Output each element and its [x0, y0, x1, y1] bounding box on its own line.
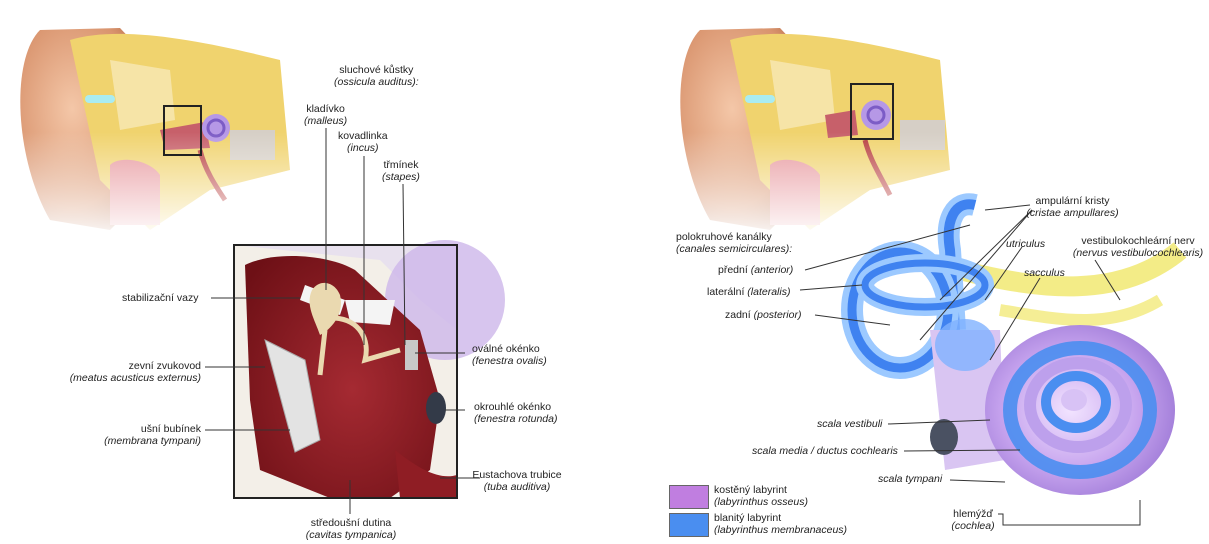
label-stapes-lat: (stapes)	[382, 171, 420, 183]
legend-swatch-membranous	[669, 513, 709, 537]
label-cochlea-lat: (cochlea)	[948, 520, 998, 532]
label-scala-media-lat: scala media / ductus cochlearis	[752, 445, 898, 457]
label-eustachian: Eustachova trubice (tuba auditiva)	[462, 469, 572, 493]
label-ossicles-cz: sluchové kůstky	[339, 64, 413, 76]
ear-overview-right	[660, 0, 960, 240]
legend-bony-cz: kostěný labyrint	[714, 484, 787, 496]
label-stapes: třmínek (stapes)	[382, 159, 420, 183]
label-eardrum: ušní bubínek (membrana tympani)	[88, 423, 201, 447]
label-lateral-cz: laterální	[707, 286, 744, 298]
label-anterior: přední (anterior)	[718, 264, 793, 276]
label-ampullary: ampulární kristy (cristae ampullares)	[1020, 195, 1125, 219]
label-lateral: laterální (lateralis)	[707, 286, 790, 298]
label-nerve: vestibulokochleární nerv (nervus vestibu…	[1068, 235, 1208, 259]
label-eardrum-lat: (membrana tympani)	[88, 435, 201, 447]
label-stapes-cz: třmínek	[383, 159, 418, 171]
label-oval-window-cz: oválné okénko	[472, 343, 540, 355]
label-incus-cz: kovadlinka	[338, 130, 388, 142]
label-cavity-lat: (cavitas tympanica)	[296, 529, 406, 541]
label-cochlea-cz: hlemýžď	[953, 508, 993, 520]
legend-item-membranous: blanitý labyrint (labyrinthus membranace…	[714, 512, 847, 536]
middle-ear-detail	[234, 240, 505, 498]
label-posterior-lat: (posterior)	[754, 309, 802, 321]
label-semicircular: polokruhové kanálky (canales semicircula…	[676, 231, 792, 255]
label-scala-tympani-lat: scala tympani	[878, 473, 942, 485]
label-ampullary-lat: (cristae ampullares)	[1020, 207, 1125, 219]
ear-overview-left	[0, 0, 300, 240]
label-malleus: kladívko (malleus)	[304, 103, 347, 127]
label-cochlea: hlemýžď (cochlea)	[948, 508, 998, 532]
label-semicircular-lat: (canales semicirculares):	[676, 243, 792, 255]
label-anterior-lat: (anterior)	[751, 264, 794, 276]
label-sacculus-lat: sacculus	[1024, 267, 1065, 279]
legend-bony-lat: (labyrinthus osseus)	[714, 496, 808, 508]
label-eustachian-lat: (tuba auditiva)	[462, 481, 572, 493]
legend-swatch-bony	[669, 485, 709, 509]
legend-membranous-lat: (labyrinthus membranaceus)	[714, 524, 847, 536]
label-ossicles: sluchové kůstky (ossicula auditus):	[334, 64, 419, 88]
label-posterior: zadní (posterior)	[725, 309, 801, 321]
label-ear-canal-cz: zevní zvukovod	[129, 360, 201, 372]
label-cavity-cz: středoušní dutina	[311, 517, 392, 529]
label-round-window: okrouhlé okénko (fenestra rotunda)	[474, 401, 557, 425]
label-posterior-cz: zadní	[725, 309, 751, 321]
label-scala-media: scala media / ductus cochlearis	[752, 445, 898, 457]
label-ear-canal-lat: (meatus acusticus externus)	[63, 372, 201, 384]
label-ampullary-cz: ampulární kristy	[1035, 195, 1109, 207]
label-round-window-lat: (fenestra rotunda)	[474, 413, 557, 425]
label-ligaments: stabilizační vazy	[122, 292, 198, 304]
label-utriculus: utriculus	[1006, 238, 1045, 250]
label-semicircular-cz: polokruhové kanálky	[676, 231, 772, 243]
label-eustachian-cz: Eustachova trubice	[472, 469, 561, 481]
legend-item-bony: kostěný labyrint (labyrinthus osseus)	[714, 484, 808, 508]
label-malleus-lat: (malleus)	[304, 115, 347, 127]
label-incus-lat: (incus)	[338, 142, 388, 154]
label-cavity: středoušní dutina (cavitas tympanica)	[296, 517, 406, 541]
label-oval-window-lat: (fenestra ovalis)	[472, 355, 547, 367]
label-scala-vestibuli: scala vestibuli	[817, 418, 882, 430]
label-ear-canal: zevní zvukovod (meatus acusticus externu…	[63, 360, 201, 384]
label-lateral-lat: (lateralis)	[747, 286, 790, 298]
label-ossicles-lat: (ossicula auditus):	[334, 76, 419, 88]
label-malleus-cz: kladívko	[306, 103, 345, 115]
label-incus: kovadlinka (incus)	[338, 130, 388, 154]
label-oval-window: oválné okénko (fenestra ovalis)	[472, 343, 547, 367]
label-nerve-lat: (nervus vestibulocochlearis)	[1068, 247, 1208, 259]
legend-membranous-cz: blanitý labyrint	[714, 512, 781, 524]
label-scala-tympani: scala tympani	[878, 473, 942, 485]
label-anterior-cz: přední	[718, 264, 748, 276]
label-ligaments-cz: stabilizační vazy	[122, 292, 198, 304]
label-eardrum-cz: ušní bubínek	[141, 423, 201, 435]
label-sacculus: sacculus	[1024, 267, 1065, 279]
label-scala-vestibuli-lat: scala vestibuli	[817, 418, 882, 430]
label-nerve-cz: vestibulokochleární nerv	[1081, 235, 1194, 247]
label-utriculus-lat: utriculus	[1006, 238, 1045, 250]
label-round-window-cz: okrouhlé okénko	[474, 401, 551, 413]
